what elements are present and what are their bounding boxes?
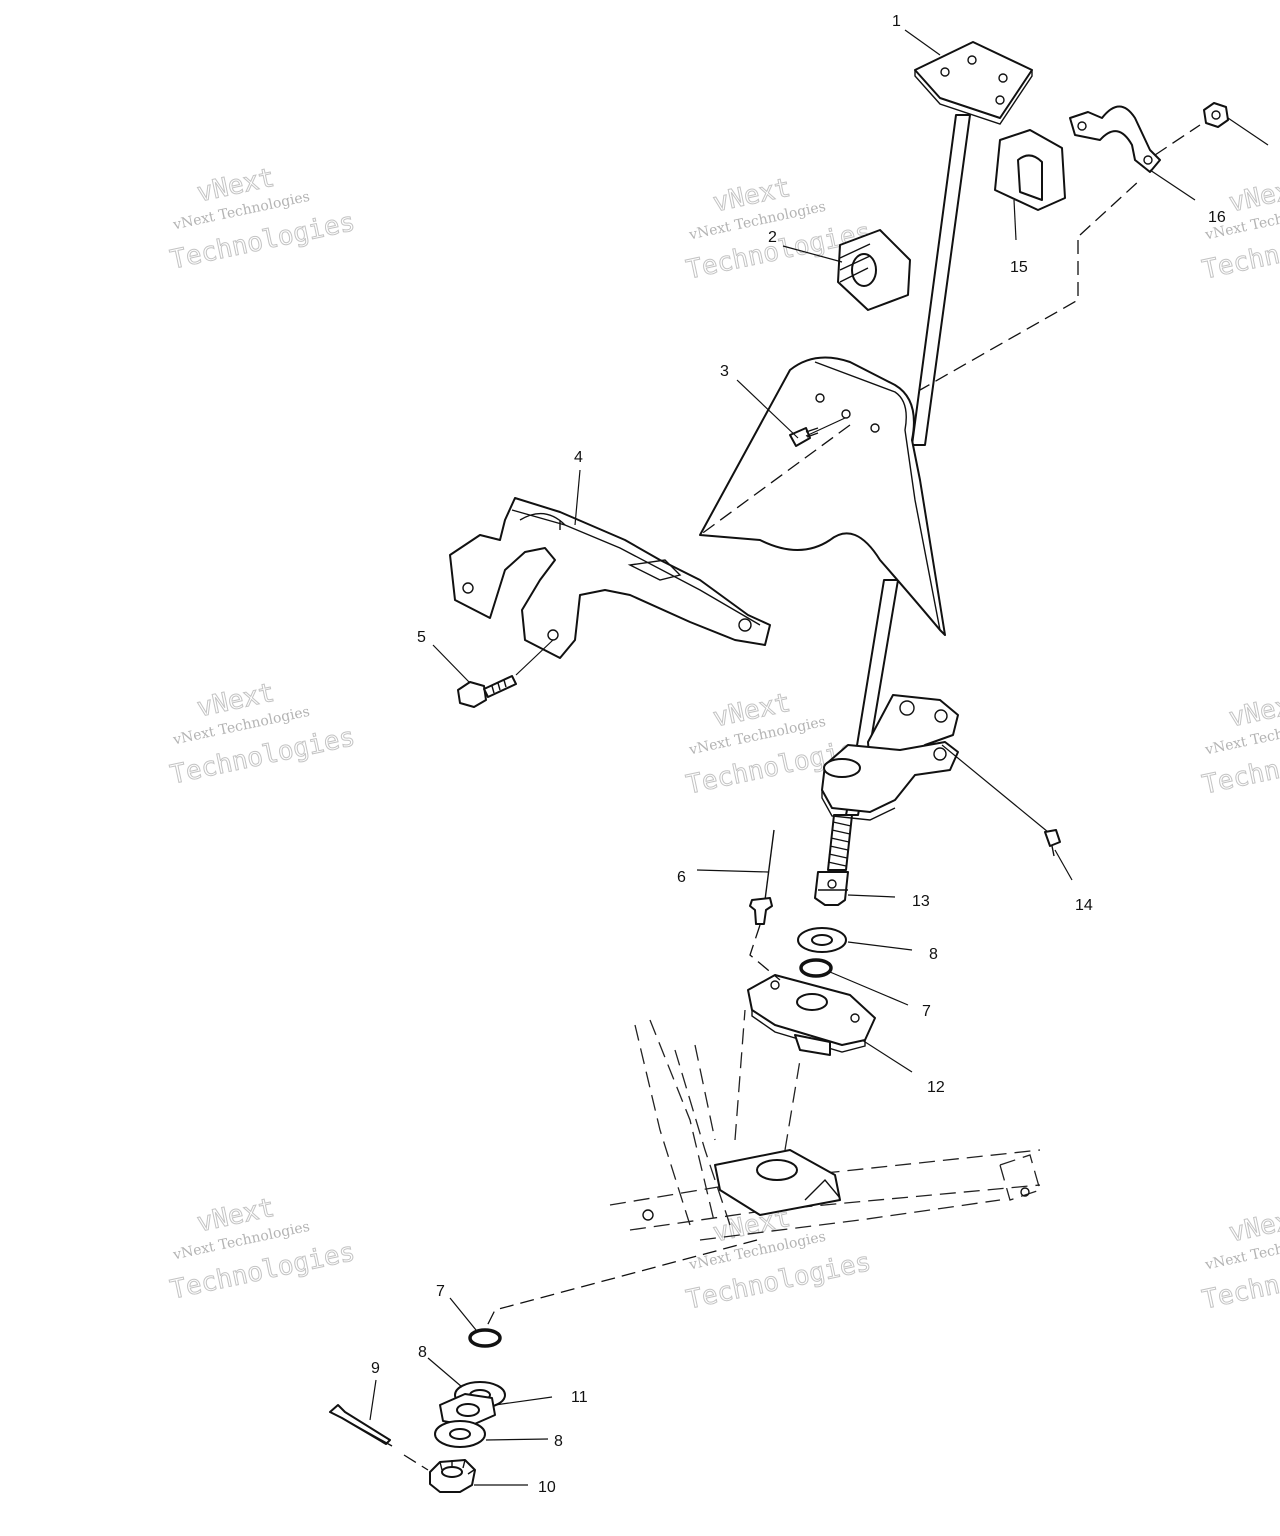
- part-16-clamp: [1069, 105, 1161, 173]
- watermark-bottom-right: vNext vNext Technologies Technologies: [1199, 1202, 1280, 1316]
- callout-6: 6: [677, 869, 686, 886]
- part-14-grease-fitting: [1044, 829, 1061, 857]
- callout-11: 11: [571, 1389, 588, 1406]
- part-7-oring-upper: [799, 958, 833, 978]
- part-5-bolt: [457, 675, 517, 708]
- callout-8-upper: 8: [929, 946, 938, 963]
- callout-7-upper: 7: [922, 1003, 931, 1020]
- part-13-joint: [814, 871, 849, 906]
- leader-lines: [369, 29, 1269, 1486]
- callout-10: 10: [538, 1479, 556, 1496]
- frame-hole-icon: [1020, 1187, 1030, 1197]
- part-9-cotter-pin: [329, 1404, 393, 1447]
- part-6-rivet: [749, 829, 775, 925]
- steering-bracket-plates: [821, 694, 959, 821]
- callout-15: 15: [1010, 259, 1028, 276]
- frame-hole-icon: [642, 1209, 654, 1221]
- part-1-mounting-plate: [914, 41, 1033, 125]
- callout-14: 14: [1075, 897, 1093, 914]
- callout-labels: 1 2 3 4 5 6 7 7 8 8 8 9 10 11 12 13 14 1…: [371, 13, 1226, 1496]
- watermark-top-right: vNext vNext Technologies Technologies: [1199, 172, 1280, 286]
- assembly-lines: [403, 124, 1201, 1471]
- callout-5: 5: [417, 629, 426, 646]
- callout-8-lower: 8: [554, 1433, 563, 1450]
- clamp-nut: [1203, 102, 1229, 128]
- part-4-support-bracket: [449, 497, 771, 659]
- part-10-castle-nut: [429, 1459, 476, 1493]
- steering-shroud: [699, 356, 946, 636]
- callout-13: 13: [912, 893, 930, 910]
- callout-12: 12: [927, 1079, 945, 1096]
- callout-16: 16: [1208, 209, 1226, 226]
- watermark-mid-right: vNext vNext Technologies Technologies: [1199, 687, 1280, 801]
- watermark-line1: vNext: [1226, 688, 1280, 734]
- watermark-bottom-left: vNext vNext Technologies Technologies: [167, 1192, 358, 1306]
- callout-4: 4: [574, 449, 583, 466]
- part-11-nut: [439, 1393, 496, 1427]
- part-15-half-bushing: [994, 129, 1066, 211]
- part-8-washer-upper: [797, 927, 847, 953]
- part-7-oring-lower: [468, 1328, 502, 1348]
- callout-9: 9: [371, 1360, 380, 1377]
- part-12-bearing-block: [747, 974, 876, 1056]
- part-8-washer-lower: [434, 1420, 486, 1448]
- part-2-bushing-block: [837, 229, 911, 311]
- callout-3: 3: [720, 363, 729, 380]
- callout-8-middle: 8: [418, 1344, 427, 1361]
- part-3-screw: [789, 427, 819, 447]
- callout-7-lower: 7: [436, 1283, 445, 1300]
- watermark-mid-left: vNext vNext Technologies Technologies: [167, 677, 358, 791]
- watermark-top-left: vNext vNext Technologies Technologies: [167, 162, 358, 276]
- watermark-line1: vNext: [1226, 1203, 1280, 1249]
- watermark-line1: vNext: [1226, 173, 1280, 219]
- frame-rails: [609, 1009, 1041, 1241]
- callout-1: 1: [892, 13, 901, 30]
- callout-2: 2: [768, 229, 777, 246]
- frame-bearing-block: [714, 1149, 841, 1216]
